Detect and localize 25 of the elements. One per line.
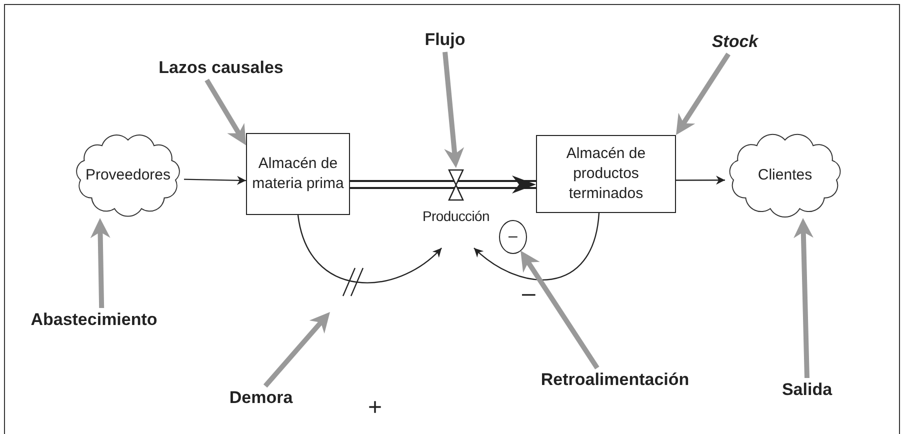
leader-arrow <box>676 52 730 135</box>
leader-arrow <box>520 250 600 370</box>
leader-arrow <box>204 78 246 146</box>
callout-label: Salida <box>770 378 844 402</box>
leader-arrow <box>263 312 330 388</box>
leader-arrow <box>90 218 110 308</box>
causal-arrow <box>297 214 442 284</box>
callout-label: Retroalimentación <box>526 368 704 392</box>
flow-pipe <box>350 176 536 194</box>
callout-label: Flujo <box>415 28 475 52</box>
arrow <box>676 176 725 185</box>
callout-label: Lazos causales <box>150 56 292 80</box>
causal-arrow <box>474 212 600 280</box>
sign-circle: – <box>499 220 527 254</box>
callout-label: Demora <box>218 386 304 410</box>
valve-label: Producción <box>421 208 491 224</box>
leader-arrow <box>442 52 464 168</box>
stock-box: Almacén de productos terminados <box>536 135 676 213</box>
callout-label: Stock <box>702 30 768 54</box>
leader-arrow <box>794 218 814 378</box>
callout-label: Abastecimiento <box>18 308 170 332</box>
arrow <box>184 176 246 185</box>
node-text: Clientes <box>756 166 814 184</box>
stock-box: Almacén de materia prima <box>246 133 350 215</box>
node-text: Proveedores <box>84 166 172 184</box>
